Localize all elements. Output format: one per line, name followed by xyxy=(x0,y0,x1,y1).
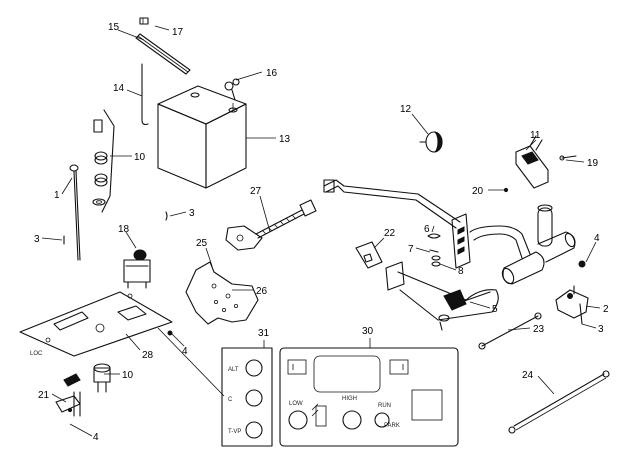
part-28-base-plate: LOC xyxy=(19,291,173,357)
part-18-switch xyxy=(123,249,151,289)
part-22-bracket xyxy=(355,241,383,269)
callout-26: 26 xyxy=(256,286,268,297)
part-6-7-8-hardware xyxy=(427,233,441,267)
panel31-label-mid: C xyxy=(228,397,233,403)
callout-25: 25 xyxy=(196,238,208,249)
callout-5: 5 xyxy=(492,304,498,315)
part-17-clip xyxy=(139,17,149,25)
part-4-dot-center xyxy=(167,330,173,336)
part-23-rod xyxy=(478,312,542,350)
callout-4-right: 4 xyxy=(594,233,600,244)
part-15-rod xyxy=(135,33,191,75)
callout-13: 13 xyxy=(279,134,291,145)
part-5-lever-assembly xyxy=(323,179,576,331)
panel30-label-left: LOW xyxy=(289,401,303,407)
callout-3-left: 3 xyxy=(34,234,40,245)
part-12-cap xyxy=(419,131,443,153)
part-2-bracket xyxy=(555,285,589,325)
callout-4-bottom: 4 xyxy=(93,432,99,443)
callout-2: 2 xyxy=(603,304,609,315)
callout-6: 6 xyxy=(424,224,430,235)
callout-17: 17 xyxy=(172,27,184,38)
callout-21: 21 xyxy=(38,390,50,401)
part-19-pin xyxy=(559,155,577,161)
callout-14: 14 xyxy=(113,83,125,94)
callout-11: 11 xyxy=(530,130,541,141)
callout-3-right: 3 xyxy=(598,324,604,335)
part-30-dash-panel: LOW HIGH RUN PARK xyxy=(279,347,459,447)
callout-numbers: 15 17 14 16 13 10 1 3 3 18 25 26 27 12 1… xyxy=(34,22,609,443)
panel30-label-mid: HIGH xyxy=(342,396,357,402)
callout-10-bottom: 10 xyxy=(122,370,134,381)
plate-tag: LOC xyxy=(30,351,43,357)
callout-8: 8 xyxy=(458,266,464,277)
callout-1: 1 xyxy=(54,190,60,201)
callout-30: 30 xyxy=(362,326,374,337)
callout-31: 31 xyxy=(258,328,270,339)
part-13-battery xyxy=(157,85,247,189)
part-4-nut-right xyxy=(578,260,586,268)
callout-23: 23 xyxy=(533,324,545,335)
callout-10-top: 10 xyxy=(134,152,146,163)
panel31-label-bottom: T-VP xyxy=(228,429,241,435)
part-1-bolt xyxy=(69,164,81,261)
callout-27: 27 xyxy=(250,186,262,197)
part-14-hook-rod xyxy=(141,63,149,126)
panel30-label-right: RUN xyxy=(378,403,391,409)
callout-12: 12 xyxy=(400,104,412,115)
callout-15: 15 xyxy=(108,22,120,33)
callout-22: 22 xyxy=(384,228,396,239)
callout-24: 24 xyxy=(522,370,534,381)
part-16-terminal xyxy=(224,78,240,101)
callout-3-center: 3 xyxy=(189,208,195,219)
part-25-plate xyxy=(185,261,259,325)
callout-20: 20 xyxy=(472,186,484,197)
panel31-label-top: ALT xyxy=(228,367,239,373)
part-27-harness xyxy=(225,199,317,251)
callout-4-center: 4 xyxy=(182,346,188,357)
part-10-hardware-stack xyxy=(92,109,115,213)
callout-28: 28 xyxy=(142,350,154,361)
callout-19: 19 xyxy=(587,158,599,169)
part-10-switch-lower xyxy=(93,363,111,393)
part-3-screw-center xyxy=(165,211,168,221)
callout-16: 16 xyxy=(266,68,278,79)
callout-18: 18 xyxy=(118,224,130,235)
leader-lines xyxy=(41,25,601,437)
part-31-indicator-panel: ALT C T-VP xyxy=(221,347,273,447)
part-21-bracket xyxy=(55,373,81,417)
part-24-cable xyxy=(508,370,610,434)
callout-7: 7 xyxy=(408,244,414,255)
panel30-label-far: PARK xyxy=(384,423,400,429)
